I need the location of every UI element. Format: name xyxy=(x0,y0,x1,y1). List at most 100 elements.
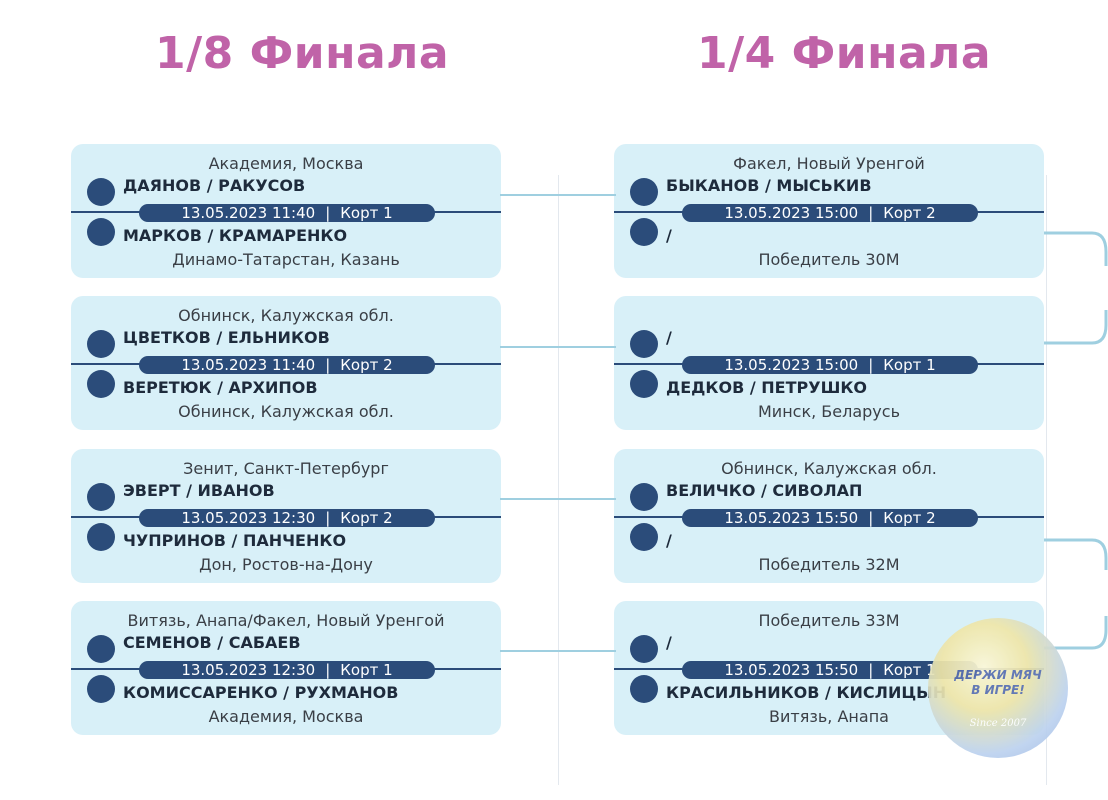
team1-name: ДАЯНОВ / РАКУСОВ xyxy=(123,176,306,195)
team1-name: / xyxy=(666,633,672,652)
match-info-pill: 13.05.2023 11:40 | Корт 2 xyxy=(139,356,435,374)
logo-text: ДЕРЖИ МЯЧ В ИГРЕ! xyxy=(944,668,1052,698)
team2-name: / xyxy=(666,531,672,550)
match-datetime: 13.05.2023 11:40 xyxy=(181,204,316,222)
logo-since: Since 2007 xyxy=(969,718,1027,729)
pill-separator: | xyxy=(325,204,331,222)
column-divider xyxy=(558,175,559,785)
team2-name: ВЕРЕТЮК / АРХИПОВ xyxy=(123,378,318,397)
team2-club: Минск, Беларусь xyxy=(758,402,900,421)
connector-line xyxy=(500,498,616,500)
team1-name: ЦВЕТКОВ / ЕЛЬНИКОВ xyxy=(123,328,330,347)
match-card[interactable]: / 13.05.2023 15:00 | Корт 1 ДЕДКОВ / ПЕТРУШК… xyxy=(614,296,1044,430)
team2-club: Витязь, Анапа xyxy=(769,707,889,726)
team1-marker xyxy=(630,178,658,206)
team2-club: Обнинск, Калужская обл. xyxy=(178,402,394,421)
connector-line xyxy=(500,346,616,348)
team2-marker xyxy=(87,523,115,551)
team1-club: Обнинск, Калужская обл. xyxy=(178,306,394,325)
team2-marker xyxy=(630,675,658,703)
match-info-pill: 13.05.2023 11:40 | Корт 1 xyxy=(139,204,435,222)
match-info-pill: 13.05.2023 12:30 | Корт 1 xyxy=(139,661,435,679)
pill-separator: | xyxy=(868,204,874,222)
team1-club: Академия, Москва xyxy=(208,154,364,173)
team1-marker xyxy=(87,330,115,358)
match-info-pill: 13.05.2023 15:00 | Корт 1 xyxy=(682,356,978,374)
team2-club: Динамо-Татарстан, Казань xyxy=(172,250,400,269)
team1-marker xyxy=(630,483,658,511)
column-divider xyxy=(1046,175,1047,785)
team1-club: Победитель 33М xyxy=(758,611,900,630)
team1-name: БЫКАНОВ / МЫСЬКИВ xyxy=(666,176,872,195)
team2-name: КОМИССАРЕНКО / РУХМАНОВ xyxy=(123,683,399,702)
logo-line2: В ИГРЕ! xyxy=(971,683,1025,697)
team2-name: МАРКОВ / КРАМАРЕНКО xyxy=(123,226,348,245)
match-datetime: 13.05.2023 15:50 xyxy=(724,509,859,527)
pill-separator: | xyxy=(868,356,874,374)
team2-name: ЧУПРИНОВ / ПАНЧЕНКО xyxy=(123,531,347,550)
match-datetime: 13.05.2023 15:00 xyxy=(724,356,859,374)
pill-separator: | xyxy=(868,509,874,527)
match-info-pill: 13.05.2023 15:50 | Корт 2 xyxy=(682,509,978,527)
pill-separator: | xyxy=(325,356,331,374)
match-court: Корт 2 xyxy=(883,509,936,527)
match-court: Корт 1 xyxy=(883,661,936,679)
team2-club: Дон, Ростов-на-Дону xyxy=(199,555,373,574)
match-court: Корт 1 xyxy=(340,661,393,679)
match-court: Корт 2 xyxy=(883,204,936,222)
team1-name: ЭВЕРТ / ИВАНОВ xyxy=(123,481,275,500)
pill-separator: | xyxy=(325,509,331,527)
match-info-pill: 13.05.2023 12:30 | Корт 2 xyxy=(139,509,435,527)
connector-line xyxy=(500,194,616,196)
pill-separator: | xyxy=(325,661,331,679)
team1-name: СЕМЕНОВ / САБАЕВ xyxy=(123,633,301,652)
team2-club: Академия, Москва xyxy=(208,707,364,726)
logo-line1: ДЕРЖИ МЯЧ xyxy=(954,668,1042,682)
team1-club: Обнинск, Калужская обл. xyxy=(721,459,937,478)
team1-name: / xyxy=(666,328,672,347)
match-card[interactable]: Обнинск, Калужская обл. ВЕЛИЧКО / СИВОЛАП… xyxy=(614,449,1044,583)
match-datetime: 13.05.2023 15:50 xyxy=(724,661,859,679)
round-title-1-4: 1/4 Финала xyxy=(697,28,992,79)
team2-club: Победитель 32М xyxy=(758,555,900,574)
match-info-pill: 13.05.2023 15:50 | Корт 1 xyxy=(682,661,978,679)
match-info-pill: 13.05.2023 15:00 | Корт 2 xyxy=(682,204,978,222)
team1-marker xyxy=(87,178,115,206)
team2-marker xyxy=(630,370,658,398)
team1-marker xyxy=(87,483,115,511)
team2-marker xyxy=(87,675,115,703)
match-datetime: 13.05.2023 12:30 xyxy=(181,661,316,679)
team1-marker xyxy=(87,635,115,663)
match-court: Корт 1 xyxy=(340,204,393,222)
team1-club: Факел, Новый Уренгой xyxy=(733,154,925,173)
team1-club: Витязь, Анапа/Факел, Новый Уренгой xyxy=(127,611,445,630)
match-card[interactable]: Обнинск, Калужская обл. ЦВЕТКОВ / ЕЛЬНИКО… xyxy=(71,296,501,430)
match-court: Корт 2 xyxy=(340,356,393,374)
connector-line xyxy=(500,650,616,652)
team2-marker xyxy=(87,370,115,398)
team2-marker xyxy=(87,218,115,246)
team2-name: / xyxy=(666,226,672,245)
team2-marker xyxy=(630,523,658,551)
next-round-connectors xyxy=(1044,231,1108,650)
team1-marker xyxy=(630,330,658,358)
team1-club: Зенит, Санкт-Петербург xyxy=(183,459,389,478)
team1-name: ВЕЛИЧКО / СИВОЛАП xyxy=(666,481,863,500)
pill-separator: | xyxy=(868,661,874,679)
match-datetime: 13.05.2023 15:00 xyxy=(724,204,859,222)
team2-club: Победитель 30М xyxy=(758,250,900,269)
match-court: Корт 1 xyxy=(883,356,936,374)
match-datetime: 13.05.2023 11:40 xyxy=(181,356,316,374)
logo-ball: ДЕРЖИ МЯЧ В ИГРЕ! Since 2007 xyxy=(928,618,1068,758)
match-court: Корт 2 xyxy=(340,509,393,527)
team1-marker xyxy=(630,635,658,663)
round-title-1-8: 1/8 Финала xyxy=(155,28,450,79)
match-datetime: 13.05.2023 12:30 xyxy=(181,509,316,527)
team2-marker xyxy=(630,218,658,246)
team2-name: КРАСИЛЬНИКОВ / КИСЛИЦЫН xyxy=(666,683,947,702)
team2-name: ДЕДКОВ / ПЕТРУШКО xyxy=(666,378,868,397)
